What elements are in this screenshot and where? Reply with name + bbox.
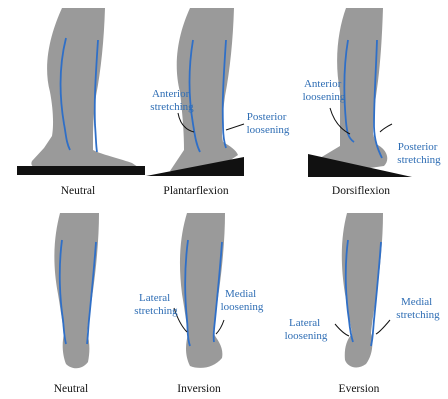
panel-neutral-side (17, 8, 145, 175)
label-line: loosening (247, 124, 290, 136)
label-line: Medial (401, 296, 432, 308)
panel-inversion (174, 213, 225, 368)
caption-neutral-rear: Neutral (54, 383, 88, 395)
label-plantar-posterior: Posterior loosening (247, 111, 290, 136)
caption-eversion: Eversion (339, 383, 380, 395)
label-inversion-lateral: Lateral stretching (134, 292, 178, 317)
label-inversion-medial: Medial loosening (221, 288, 264, 313)
label-plantar-anterior: Anterior stretching (150, 88, 194, 113)
label-line: stretching (150, 101, 194, 113)
caption-inversion: Inversion (177, 383, 221, 395)
caption-plantarflexion: Plantarflexion (163, 185, 228, 197)
leader-posterior (380, 124, 392, 132)
label-eversion-lateral: Lateral loosening (285, 317, 328, 342)
leader-lateral (335, 324, 349, 336)
label-line: Posterior (247, 111, 287, 123)
leg-silhouette (31, 8, 138, 170)
label-line: loosening (221, 301, 264, 313)
ground-block (17, 166, 145, 175)
label-eversion-medial: Medial stretching (396, 296, 440, 321)
label-line: Lateral (139, 292, 170, 304)
label-line: Anterior (152, 88, 190, 100)
label-dorsi-posterior: Posterior stretching (397, 141, 441, 166)
label-line: loosening (285, 330, 328, 342)
leader-posterior (226, 124, 244, 130)
label-dorsi-anterior: Anterior loosening (303, 78, 346, 103)
label-line: Posterior (398, 141, 438, 153)
panel-eversion (335, 213, 390, 367)
leader-medial (376, 320, 390, 334)
label-line: stretching (397, 154, 441, 166)
label-line: loosening (303, 91, 346, 103)
label-line: Anterior (304, 78, 342, 90)
label-line: stretching (134, 305, 178, 317)
label-line: stretching (396, 309, 440, 321)
caption-neutral-side: Neutral (61, 185, 95, 197)
caption-dorsiflexion: Dorsiflexion (332, 185, 390, 197)
label-line: Medial (225, 288, 256, 300)
label-line: Lateral (289, 317, 320, 329)
annotation-labels: Anterior stretching Posterior loosening … (134, 78, 441, 342)
panel-neutral-rear (54, 213, 99, 368)
leader-medial (216, 320, 224, 334)
